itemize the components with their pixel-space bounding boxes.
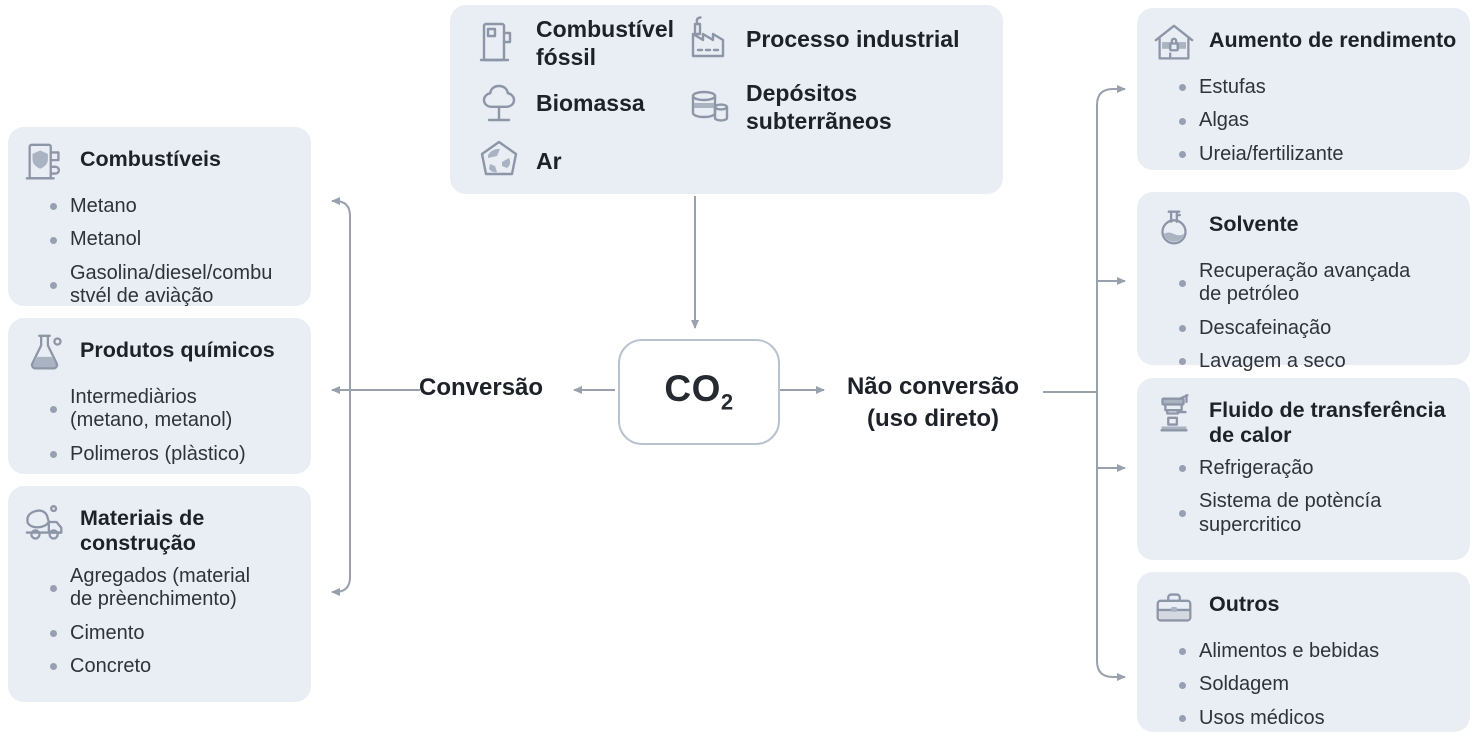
source-label: Depósitos subterrãneos — [746, 80, 892, 135]
list-item: Metanol — [50, 228, 297, 251]
source-label: Combustível fóssil — [536, 16, 675, 71]
card-title: Fluido de transferência de calor — [1209, 398, 1446, 448]
fuel-pump-icon — [474, 17, 524, 69]
list-item: Intermediàrios (metano, metanol) — [50, 386, 297, 433]
source-label: Biomassa — [536, 90, 645, 117]
round-flask-icon — [1151, 204, 1197, 252]
erlenmeyer-flask-icon — [22, 330, 68, 378]
sources-right-column: Processo industrial Depósitos subterrãne… — [684, 13, 959, 135]
co2-node: CO2 — [618, 339, 780, 445]
list-item: Refrigeração — [1179, 457, 1456, 480]
card-title-row: Solvente — [1151, 204, 1460, 252]
list-item: Usos médicos — [1179, 707, 1456, 730]
card-title-row: Outros — [1151, 584, 1460, 632]
factory-icon — [684, 13, 734, 65]
card-aumento-rendimento: Aumento de rendimento Estufas Algas Urei… — [1137, 8, 1470, 170]
sources-left-column: Combustível fóssil Biomassa — [474, 15, 674, 187]
list-item: Algas — [1179, 109, 1456, 132]
card-fluido-transferencia: Fluido de transferência de calor Refrige… — [1137, 378, 1470, 560]
source-fossil-fuel: Combustível fóssil — [474, 15, 674, 71]
underground-deposit-icon — [684, 81, 734, 133]
card-items: Refrigeração Sistema de potèncía supercr… — [1151, 457, 1460, 537]
card-title: Produtos químicos — [80, 338, 275, 362]
source-biomass: Biomassa — [474, 77, 674, 129]
card-title: Aumento de rendimento — [1209, 28, 1457, 52]
card-title: Solvente — [1209, 212, 1299, 236]
card-title-row: Combustíveis — [22, 139, 301, 187]
card-items: Agregados (material de prèenchimento) Ci… — [22, 565, 301, 679]
card-produtos-quimicos: Produtos químicos Intermediàrios (metano… — [8, 318, 311, 474]
card-outros: Outros Alimentos e bebidas Soldagem Usos… — [1137, 572, 1470, 732]
list-item: Concreto — [50, 655, 297, 678]
card-title: Materiais de construção — [80, 506, 205, 556]
card-title: Combustíveis — [80, 147, 221, 171]
conversion-label: Conversão — [419, 374, 544, 401]
card-items: Metano Metanol Gasolina/diesel/combu stv… — [22, 195, 301, 309]
list-item: Agregados (material de prèenchimento) — [50, 565, 297, 612]
card-combustiveis: Combustíveis Metano Metanol Gasolina/die… — [8, 127, 311, 309]
co2-label: CO2 — [664, 368, 734, 415]
air-globe-icon — [474, 135, 524, 187]
source-air: Ar — [474, 135, 674, 187]
fuel-pump-shield-icon — [22, 139, 68, 187]
card-items: Alimentos e bebidas Soldagem Usos médico… — [1151, 640, 1460, 730]
source-label: Ar — [536, 148, 562, 175]
card-materiais-construcao: Materiais de construção Agregados (mater… — [8, 486, 311, 702]
connector-left-trunk-bottom — [331, 390, 351, 596]
connector-left-trunk-top — [331, 197, 351, 390]
greenhouse-icon — [1151, 20, 1197, 68]
list-item: Ureia/fertilizante — [1179, 143, 1456, 166]
card-items: Estufas Algas Ureia/fertilizante — [1151, 76, 1460, 166]
card-items: Recuperação avançada de petróleo Descafe… — [1151, 260, 1460, 374]
card-title-row: Aumento de rendimento — [1151, 20, 1460, 68]
list-item: Estufas — [1179, 76, 1456, 99]
list-item: Lavagem a seco — [1179, 350, 1456, 373]
list-item: Cimento — [50, 622, 297, 645]
list-item: Soldagem — [1179, 673, 1456, 696]
list-item: Metano — [50, 195, 297, 218]
tree-icon — [474, 77, 524, 129]
card-items: Intermediàrios (metano, metanol) Polimer… — [22, 386, 301, 466]
espresso-machine-icon — [1151, 390, 1197, 438]
card-title-row: Fluido de transferência de calor — [1151, 390, 1460, 449]
card-title-row: Materiais de construção — [22, 498, 301, 557]
mixer-truck-icon — [22, 498, 68, 546]
card-title: Outros — [1209, 592, 1280, 616]
non-conversion-label: Não conversão (uso direto) — [846, 373, 1020, 432]
list-item: Descafeinação — [1179, 317, 1456, 340]
list-item: Sistema de potèncía supercritico — [1179, 490, 1456, 537]
sources-panel: Combustível fóssil Biomassa — [450, 5, 1003, 194]
list-item: Polimeros (plàstico) — [50, 443, 297, 466]
card-solvente: Solvente Recuperação avançada de petróle… — [1137, 192, 1470, 372]
toolbox-icon — [1151, 584, 1197, 632]
source-industrial-process: Processo industrial — [684, 13, 959, 65]
connector-right-trunk-top — [1096, 85, 1126, 392]
list-item: Recuperação avançada de petróleo — [1179, 260, 1456, 307]
source-label: Processo industrial — [746, 25, 960, 52]
list-item: Gasolina/diesel/combu stvél de aviàção — [50, 262, 297, 309]
connector-right-trunk-bottom — [1096, 392, 1126, 681]
list-item: Alimentos e bebidas — [1179, 640, 1456, 663]
source-underground-deposits: Depósitos subterrãneos — [684, 79, 959, 135]
card-title-row: Produtos químicos — [22, 330, 301, 378]
